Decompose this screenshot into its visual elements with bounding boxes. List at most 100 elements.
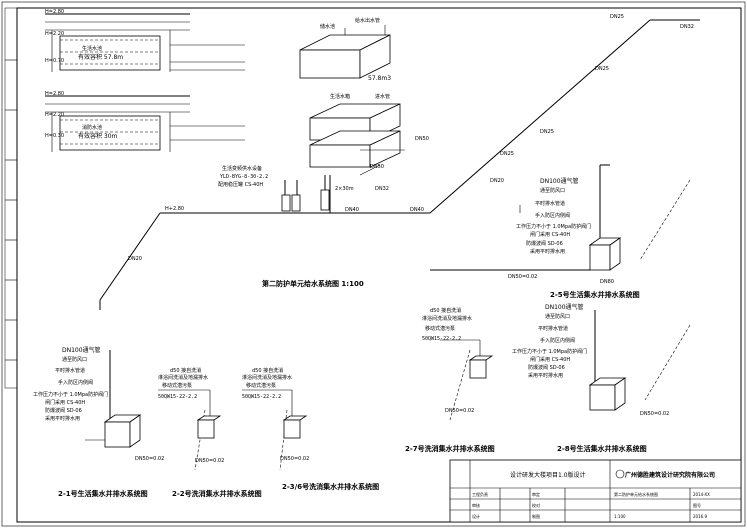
scale: 1:100 <box>614 514 626 519</box>
dn25-label-a: DN25 <box>610 14 624 20</box>
h-label-5: H=2.20 <box>45 112 64 118</box>
s25-dn100: DN100通气管 <box>540 177 579 185</box>
s28-dn50: DN50=0.02 <box>640 411 669 417</box>
s22-d4: 50QW15-22-2.2 <box>158 394 197 400</box>
s25-l7: 采用平时排水用 <box>530 248 565 255</box>
s22-d1: d50 接自洗消 <box>170 367 201 374</box>
s236-d3: 移动式潜污泵 <box>246 382 276 389</box>
tank-1-title: 生活水池 <box>82 45 102 52</box>
s21-l1: 通至防风口 <box>62 356 87 363</box>
s25-l4: 工作压力不小于 1.0Mpa防护阀门 <box>516 223 591 230</box>
company-name: 广州德胜建筑设计研究院有限公司 <box>625 471 715 479</box>
s28-title: 2-8号生活集水井排水系统图 <box>557 444 647 453</box>
s25-title: 2-5号生活集水井排水系统图 <box>550 290 640 299</box>
pump-note-2: YLD-BYG-8-30-2.2 <box>220 174 268 180</box>
h-label-6: H=0.30 <box>45 133 64 139</box>
code-2: 图号 <box>693 502 701 508</box>
s236-dn50: DN50=0.02 <box>280 456 309 462</box>
title-block: 设计研发大楼项目1.0版设计 广州德胜建筑设计研究院有限公司 工程负责 审定 审… <box>449 459 742 523</box>
system-2-1: DN100通气管 通至防风口 平时排水管道 手入防区内侧阀 工作压力不小于 1.… <box>33 346 164 498</box>
s28-l3: 手入防区内侧阀 <box>540 337 575 344</box>
s25-l3: 手入防区内侧阀 <box>535 212 570 219</box>
s27-d3: 移动式潜污泵 <box>425 325 455 332</box>
s28-l7: 采用平时排水用 <box>528 372 563 379</box>
tank-dn50-a: DN50 <box>415 136 429 142</box>
code-1: 2014-XX <box>693 492 710 497</box>
2x30-label: 2×30m <box>335 186 354 192</box>
dn32-label-b: DN32 <box>375 186 389 192</box>
s27-d1: d50 接自洗消 <box>430 307 461 314</box>
tank-inlet-label: 进水管 <box>375 93 390 100</box>
left-tank-schematic-2: H=2.80 H=2.20 H=0.30 消防水池 有效容积 30m <box>45 91 245 152</box>
system-2-3-6: d50 接自洗消 淋浴间洗消及地漏排水 移动式潜污泵 50QW15-22-2.2… <box>242 367 379 491</box>
role-3: 审核 <box>472 502 480 508</box>
dn20-label-b: DN20 <box>490 178 504 184</box>
tank-volume: 57.8m3 <box>368 75 391 82</box>
h-label-2: H=2.20 <box>45 31 64 37</box>
s28-l2: 平时排水管道 <box>538 325 568 332</box>
s21-l7: 采用平时排水用 <box>45 415 80 422</box>
s25-l1: 通至防风口 <box>540 187 565 194</box>
s25-dn80: DN80 <box>600 279 614 285</box>
role-2: 审定 <box>532 491 540 497</box>
s22-d3: 移动式潜污泵 <box>162 382 192 389</box>
system-2-2: d50 接自洗消 淋浴间洗消及地漏排水 移动式潜污泵 50QW15-22-2.2… <box>158 367 262 498</box>
h-280-label: H+2.80 <box>165 206 184 212</box>
s28-l6: 防爆波阀 SD-06 <box>528 364 565 371</box>
s28-dn100: DN100通气管 <box>545 303 584 311</box>
left-tank-schematic-1: H=2.80 H=2.20 H=0.70 生活水池 有效容积 57.8m <box>45 9 245 72</box>
s27-d4: 50QW15-22-2.2 <box>422 336 461 342</box>
isometric-tanks: 储水池 给水出水管 57.8m3 生活水箱 进水管 DN50 DN50 <box>299 17 429 170</box>
tank-dn50-b: DN50 <box>370 164 384 170</box>
s21-l3: 手入防区内侧阀 <box>58 379 93 386</box>
company-logo-icon <box>615 469 625 479</box>
s236-d2: 淋浴间洗消及地漏排水 <box>242 374 292 381</box>
s236-title: 2-3/6号洗消集水井排水系统图 <box>282 482 379 491</box>
s21-l4: 工作压力不小于 1.0Mpa防护阀门 <box>33 391 108 398</box>
s21-dn100: DN100通气管 <box>62 346 101 354</box>
s21-l6: 防爆波阀 SD-06 <box>45 407 82 414</box>
binding-strip <box>4 7 18 389</box>
role-5: 设计 <box>472 513 480 519</box>
dn25-label-c: DN25 <box>540 129 554 135</box>
role-6: 制图 <box>532 513 540 519</box>
tank-2-title: 消防水池 <box>82 124 102 131</box>
s27-title: 2-7号洗消集水井排水系统图 <box>405 444 495 453</box>
s22-dn50: DN50=0.02 <box>195 458 224 464</box>
s236-d1: d50 接自洗消 <box>252 367 283 374</box>
s28-l4: 工作压力不小于 1.0Mpa防护阀门 <box>512 348 587 355</box>
s25-l2: 平时排水管道 <box>535 200 565 207</box>
s21-l5: 闸门采用 CS-40H <box>45 399 85 406</box>
s25-dn50: DN50=0.02 <box>508 274 537 280</box>
tank-2-volume: 有效容积 30m <box>78 132 118 140</box>
dn32-label: DN32 <box>680 24 694 30</box>
s22-title: 2-2号洗消集水井排水系统图 <box>172 489 262 498</box>
system-2-5: DN100通气管 通至防风口 平时排水管道 手入防区内侧阀 工作压力不小于 1.… <box>508 164 691 299</box>
s27-dn50: DN50=0.02 <box>445 408 474 414</box>
role-1: 工程负责 <box>472 491 488 497</box>
dn25-label-d: DN25 <box>500 151 514 157</box>
h-label-1: H=2.80 <box>45 9 64 15</box>
s21-l2: 平时排水管道 <box>55 367 85 374</box>
s27-d2: 淋浴间洗消及地漏排水 <box>422 315 472 322</box>
pump-group: 生活变频供水设备 YLD-BYG-8-30-2.2 配用稳压罐 CS-40H <box>218 165 330 212</box>
s25-l6: 防爆波阀 SD-06 <box>526 240 563 247</box>
role-4: 校对 <box>532 502 540 508</box>
system-2-8: DN100通气管 通至防风口 平时排水管道 手入防区内侧阀 工作压力不小于 1.… <box>512 303 691 453</box>
dn25-label-b: DN25 <box>595 66 609 72</box>
s22-d2: 淋浴间洗消及地漏排水 <box>158 374 208 381</box>
tank-1-volume: 有效容积 57.8m <box>78 53 123 61</box>
dn40-label-a: DN40 <box>345 207 359 213</box>
dn40-label-b: DN40 <box>410 207 424 213</box>
tank-outlet-label: 给水出水管 <box>355 17 380 24</box>
tank-label-b: 生活水箱 <box>330 93 350 100</box>
pump-note-3: 配用稳压罐 CS-40H <box>218 181 263 188</box>
code-3: 2016.9 <box>693 514 707 519</box>
s28-l1: 通至防风口 <box>545 313 570 320</box>
main-title: 第二防护单元给水系统图 1:100 <box>262 279 364 288</box>
system-2-7: d50 接自洗消 淋浴间洗消及地漏排水 移动式潜污泵 50QW15-22-2.2… <box>405 307 495 453</box>
project-name: 设计研发大楼项目1.0版设计 <box>510 471 586 479</box>
s28-l5: 闸门采用 CS-40H <box>530 356 570 363</box>
